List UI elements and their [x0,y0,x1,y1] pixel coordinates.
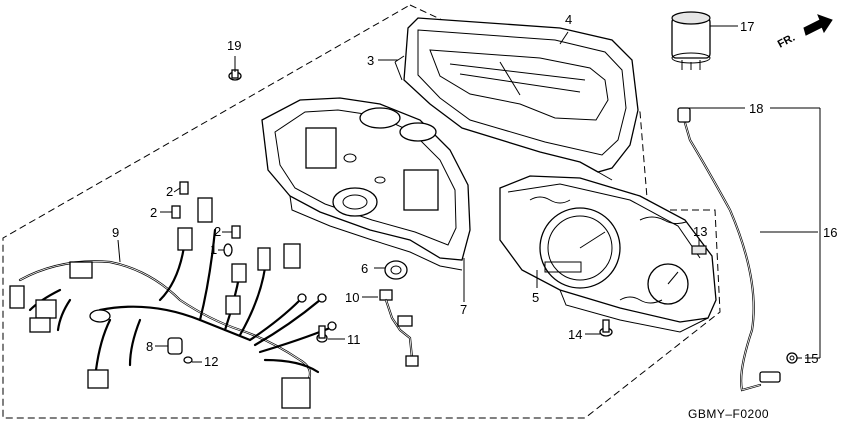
callout-5: 5 [532,290,539,305]
callout-17: 15 [804,351,818,366]
callout-2a: 2 [166,184,173,199]
meter-assembly [499,175,717,333]
screw-18 [183,356,193,364]
wire-harness [9,197,337,409]
meter-visor [394,17,639,181]
callout-7: 7 [460,302,467,317]
relay [671,11,711,70]
callout-19: 19 [227,38,241,53]
assembly-boundary [2,4,721,419]
front-label: FR. [776,32,797,51]
callout-11: 13 [693,224,707,239]
grommet [384,260,408,280]
callout-6: 6 [361,261,368,276]
bolt-16 [599,319,613,337]
front-direction-arrow-icon [803,14,833,36]
front-direction-indicator: FR. [776,14,833,51]
wire-clip [167,337,183,355]
callout-18: 12 [204,354,218,369]
callout-4: 4 [565,12,572,27]
leader-lines [117,25,821,363]
speedometer-cable [677,107,781,392]
washer [786,352,798,364]
diagram-code: GBMY–F0200 [688,407,769,421]
callout-10: 10 [345,290,359,305]
callout-13: 17 [740,19,754,34]
screw-12 [316,325,328,343]
callout-15: 18 [749,101,763,116]
callout-3: 3 [367,53,374,68]
callout-14: 16 [823,225,837,240]
callout-9: 9 [112,225,119,240]
small-clip [691,245,707,255]
callout-12: 11 [347,332,361,347]
callout-2c: 2 [214,224,221,239]
callout-1: 1 [210,242,217,257]
callout-labels: 19 3 4 17 18 16 13 5 14 15 7 6 10 11 8 1… [112,12,837,369]
callout-16: 14 [568,327,582,342]
callout-2b: 2 [150,205,157,220]
callout-8: 8 [146,339,153,354]
meter-lens [429,49,609,121]
sensor-wire [379,289,419,367]
meter-case [261,97,471,271]
